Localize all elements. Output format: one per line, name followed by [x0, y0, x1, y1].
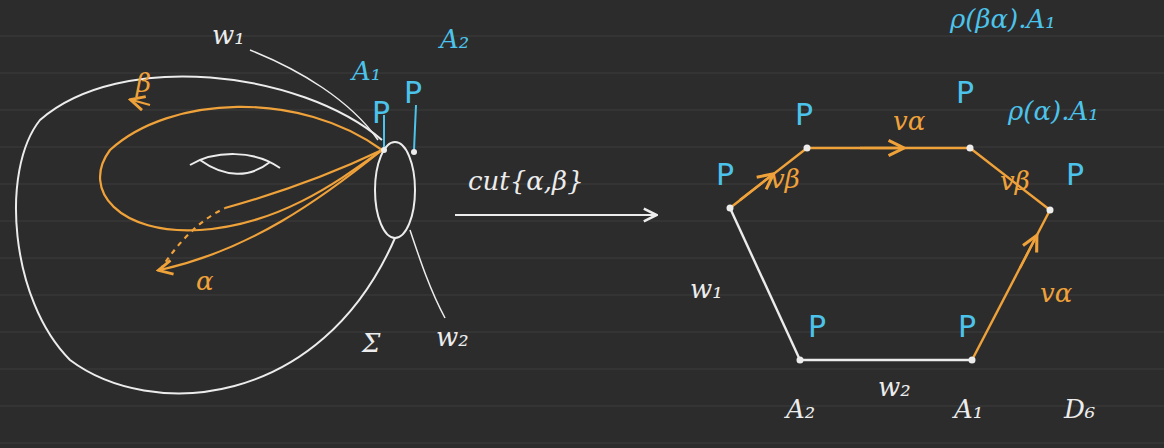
flag: P — [716, 160, 734, 190]
surface-label: Σ — [362, 330, 380, 356]
flag: P — [808, 312, 826, 342]
flag-label: ρ(α).A₁ — [1008, 98, 1099, 124]
flag-label: A₁ — [352, 58, 381, 84]
surface-outline — [16, 76, 470, 393]
flag: P — [1066, 160, 1084, 190]
flag-label: ρ(βα).A₁ — [950, 6, 1056, 32]
flag-label: A₂ — [786, 396, 815, 422]
edge-label: vα — [893, 108, 925, 134]
vertices — [727, 145, 1054, 364]
boundary-label: w₁ — [212, 22, 245, 48]
curve-loops — [100, 100, 382, 270]
cut-arrow — [455, 214, 655, 216]
flag: P — [372, 98, 390, 128]
operation-label: cut{α,β} — [468, 168, 584, 194]
leader-lines — [250, 50, 445, 318]
edge-label: vβ — [770, 166, 800, 192]
flag: P — [958, 312, 976, 342]
hexagon — [730, 148, 1050, 360]
edge-label: vα — [1040, 280, 1072, 306]
boundary-label: w₂ — [878, 374, 911, 400]
flag: P — [956, 78, 974, 108]
space-label: D₆ — [1064, 396, 1095, 422]
edge-label: vβ — [1000, 168, 1030, 194]
flag: P — [795, 100, 813, 130]
curve-label: α — [196, 268, 214, 294]
flag: P — [404, 78, 422, 108]
boundary-label: w₂ — [436, 324, 469, 350]
flag-label: A₂ — [440, 26, 469, 52]
flag-label: A₁ — [954, 396, 983, 422]
boundary-label: w₁ — [690, 276, 723, 302]
curve-label: β — [136, 70, 151, 96]
